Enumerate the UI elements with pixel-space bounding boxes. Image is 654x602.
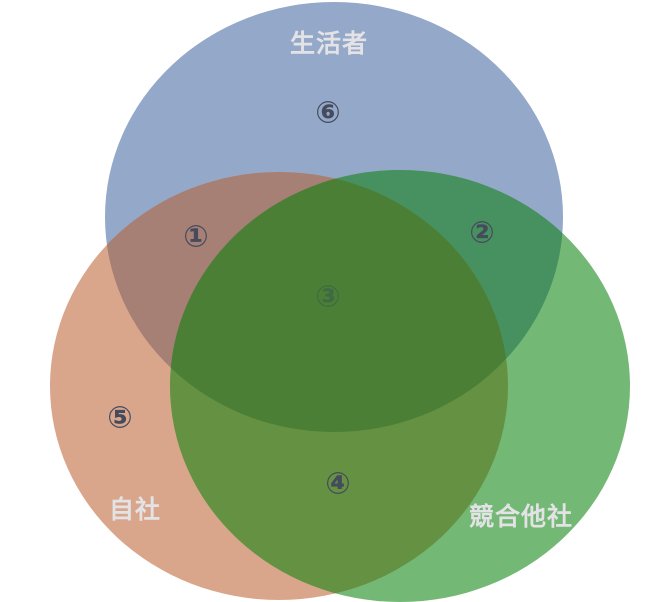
consumer-label: 生活者 xyxy=(289,29,369,58)
own-company-label: 自社 xyxy=(108,495,162,524)
competitor-label: 競合他社 xyxy=(468,502,574,531)
region-1-label: ① xyxy=(183,219,209,255)
region-6-label: ⑥ xyxy=(315,95,341,131)
region-all-three xyxy=(170,172,508,432)
region-5-label: ⑤ xyxy=(107,400,133,436)
region-2-label: ② xyxy=(469,215,495,251)
region-3-label: ③ xyxy=(315,279,341,315)
region-4-label: ④ xyxy=(325,466,351,502)
